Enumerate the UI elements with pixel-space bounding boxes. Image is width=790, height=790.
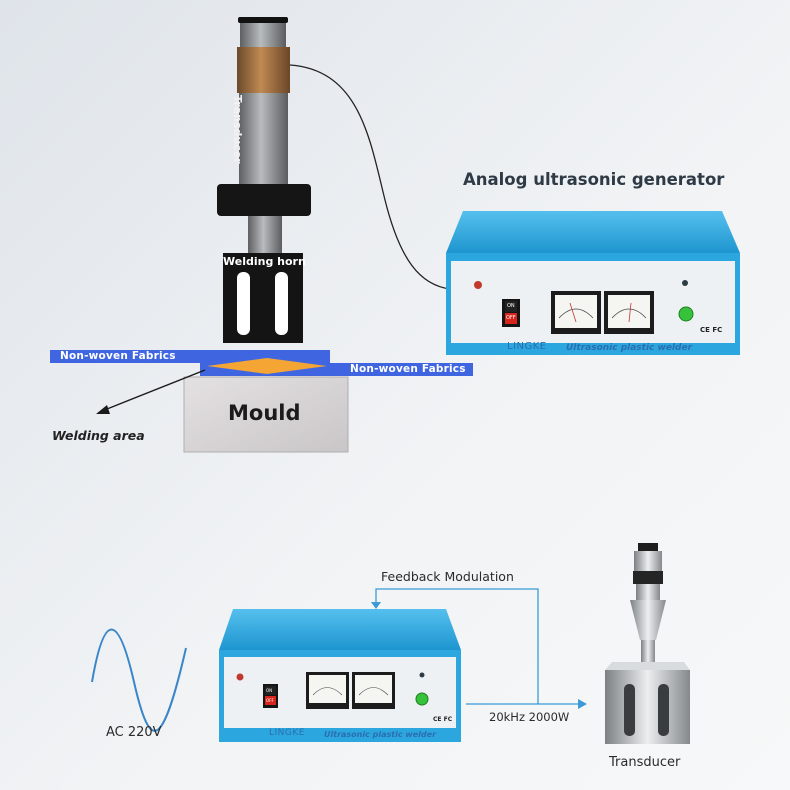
- bottom-transducer-label: Transducer: [609, 755, 681, 770]
- generator-top-product: Ultrasonic plastic welder: [566, 343, 693, 353]
- welding-horn-label: Welding horn: [223, 255, 306, 268]
- power-lamp-bottom: [236, 673, 244, 681]
- generator-top: [446, 211, 740, 355]
- overload-lamp: [682, 280, 688, 286]
- welding-horn: [223, 253, 303, 343]
- cert-marks-bottom: CE FC: [433, 716, 453, 723]
- bottom-transducer: [605, 543, 690, 744]
- power-lamp: [474, 281, 482, 289]
- generator-title: Analog ultrasonic generator: [463, 170, 725, 189]
- welding-area-arrow-line: [101, 369, 206, 412]
- output-arrow-head: [578, 699, 587, 709]
- bottom-transducer-cap: [638, 543, 658, 551]
- feedback-modulation-label: Feedback Modulation: [381, 569, 514, 584]
- generator-bottom-lid: [219, 609, 461, 650]
- transducer-cable: [289, 64, 451, 290]
- bottom-transducer-body: [636, 584, 660, 600]
- bottom-horn-neck: [641, 640, 655, 662]
- power-spec-label: 20kHz 2000W: [489, 710, 570, 724]
- horn-slot-right: [275, 272, 288, 335]
- transducer-body: [239, 93, 288, 185]
- bottom-horn-block: [605, 670, 690, 744]
- test-button-bottom[interactable]: [415, 692, 429, 706]
- switch-on-label-bottom: ON: [266, 688, 273, 693]
- bottom-horn-slot-right: [658, 684, 669, 736]
- generator-bottom-brand: LINGKE: [269, 728, 305, 738]
- transducer-top: [240, 23, 286, 47]
- transducer-flange: [217, 184, 311, 216]
- ac-sine-wave: [91, 628, 187, 732]
- ac-voltage-label: AC 220V: [106, 725, 162, 740]
- test-button[interactable]: [678, 306, 694, 322]
- transducer-cap: [238, 17, 288, 23]
- switch-on-label: ON: [507, 303, 515, 309]
- mould-label: Mould: [228, 401, 301, 425]
- generator-top-brand: LINGKE: [507, 341, 547, 352]
- transducer-assembly: [217, 17, 311, 343]
- fabric-upper-label: Non-woven Fabrics: [60, 350, 176, 362]
- bottom-transducer-head: [634, 551, 662, 571]
- feedback-line: [375, 588, 539, 704]
- transducer-vertical-label: Transducer: [231, 95, 244, 164]
- generator-bottom-product: Ultrasonic plastic welder: [324, 730, 437, 739]
- welding-area-arrow-head: [96, 405, 110, 414]
- horn-slot-left: [237, 272, 250, 335]
- overload-lamp-bottom: [419, 672, 425, 678]
- generator-bottom: [219, 609, 461, 742]
- bottom-horn-slot-left: [624, 684, 635, 736]
- transducer-copper-ring: [237, 47, 290, 93]
- feedback-arrow-head: [371, 602, 381, 609]
- mould-block: [183, 376, 349, 453]
- bottom-horn-top-face: [605, 662, 690, 670]
- generator-top-lid: [446, 211, 740, 253]
- welding-area-mark: [207, 358, 327, 374]
- cert-marks-top: CE FC: [700, 326, 723, 334]
- welding-area-label: Welding area: [52, 428, 145, 443]
- horn-neck: [248, 216, 282, 254]
- bottom-transducer-band: [633, 571, 663, 584]
- switch-off-label: OFF: [506, 315, 516, 321]
- fabric-lower-label: Non-woven Fabrics: [350, 363, 466, 375]
- bottom-horn-cone: [630, 600, 666, 640]
- switch-off-label-bottom: OFF: [266, 698, 274, 703]
